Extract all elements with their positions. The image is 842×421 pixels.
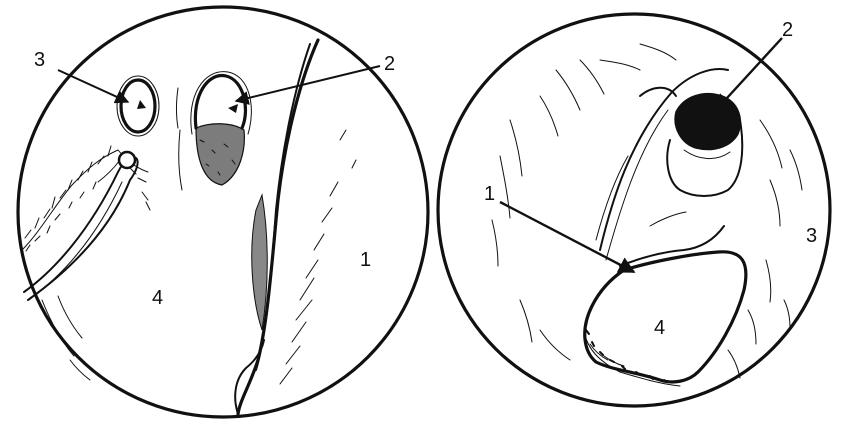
left-stalk-knob [119,152,135,168]
right-hatching [492,44,802,388]
right-viewfield-circle [438,14,830,406]
left-arrow-2 [236,66,380,101]
left-arrow-3 [58,70,128,102]
left-niche-3 [117,76,159,136]
right-opening-rim [684,150,730,159]
left-membrane-edge [235,40,318,414]
right-label-3: 3 [806,225,817,247]
right-bulb-stipple [584,332,680,386]
left-niche-3-triangle [137,100,146,109]
left-hatching-region-1 [280,130,356,384]
right-dark-opening [675,94,740,150]
left-label-2: 2 [384,53,395,75]
left-label-4: 4 [152,287,163,309]
left-label-3: 3 [34,49,45,71]
left-niche-2 [191,72,252,185]
left-region-4-lines [42,88,182,380]
left-label-1: 1 [360,249,371,271]
left-figure: 3 2 1 4 [18,7,428,417]
left-niche-2-triangle [228,104,238,113]
right-figure: 2 1 3 4 [438,14,830,406]
left-stipple-2 [196,124,244,185]
right-arrow-1 [500,202,634,272]
right-arrow-2 [716,38,782,110]
right-label-1: 1 [484,183,495,205]
left-stipple-wall [252,195,268,330]
right-label-4: 4 [654,317,665,339]
right-label-2: 2 [782,19,793,41]
